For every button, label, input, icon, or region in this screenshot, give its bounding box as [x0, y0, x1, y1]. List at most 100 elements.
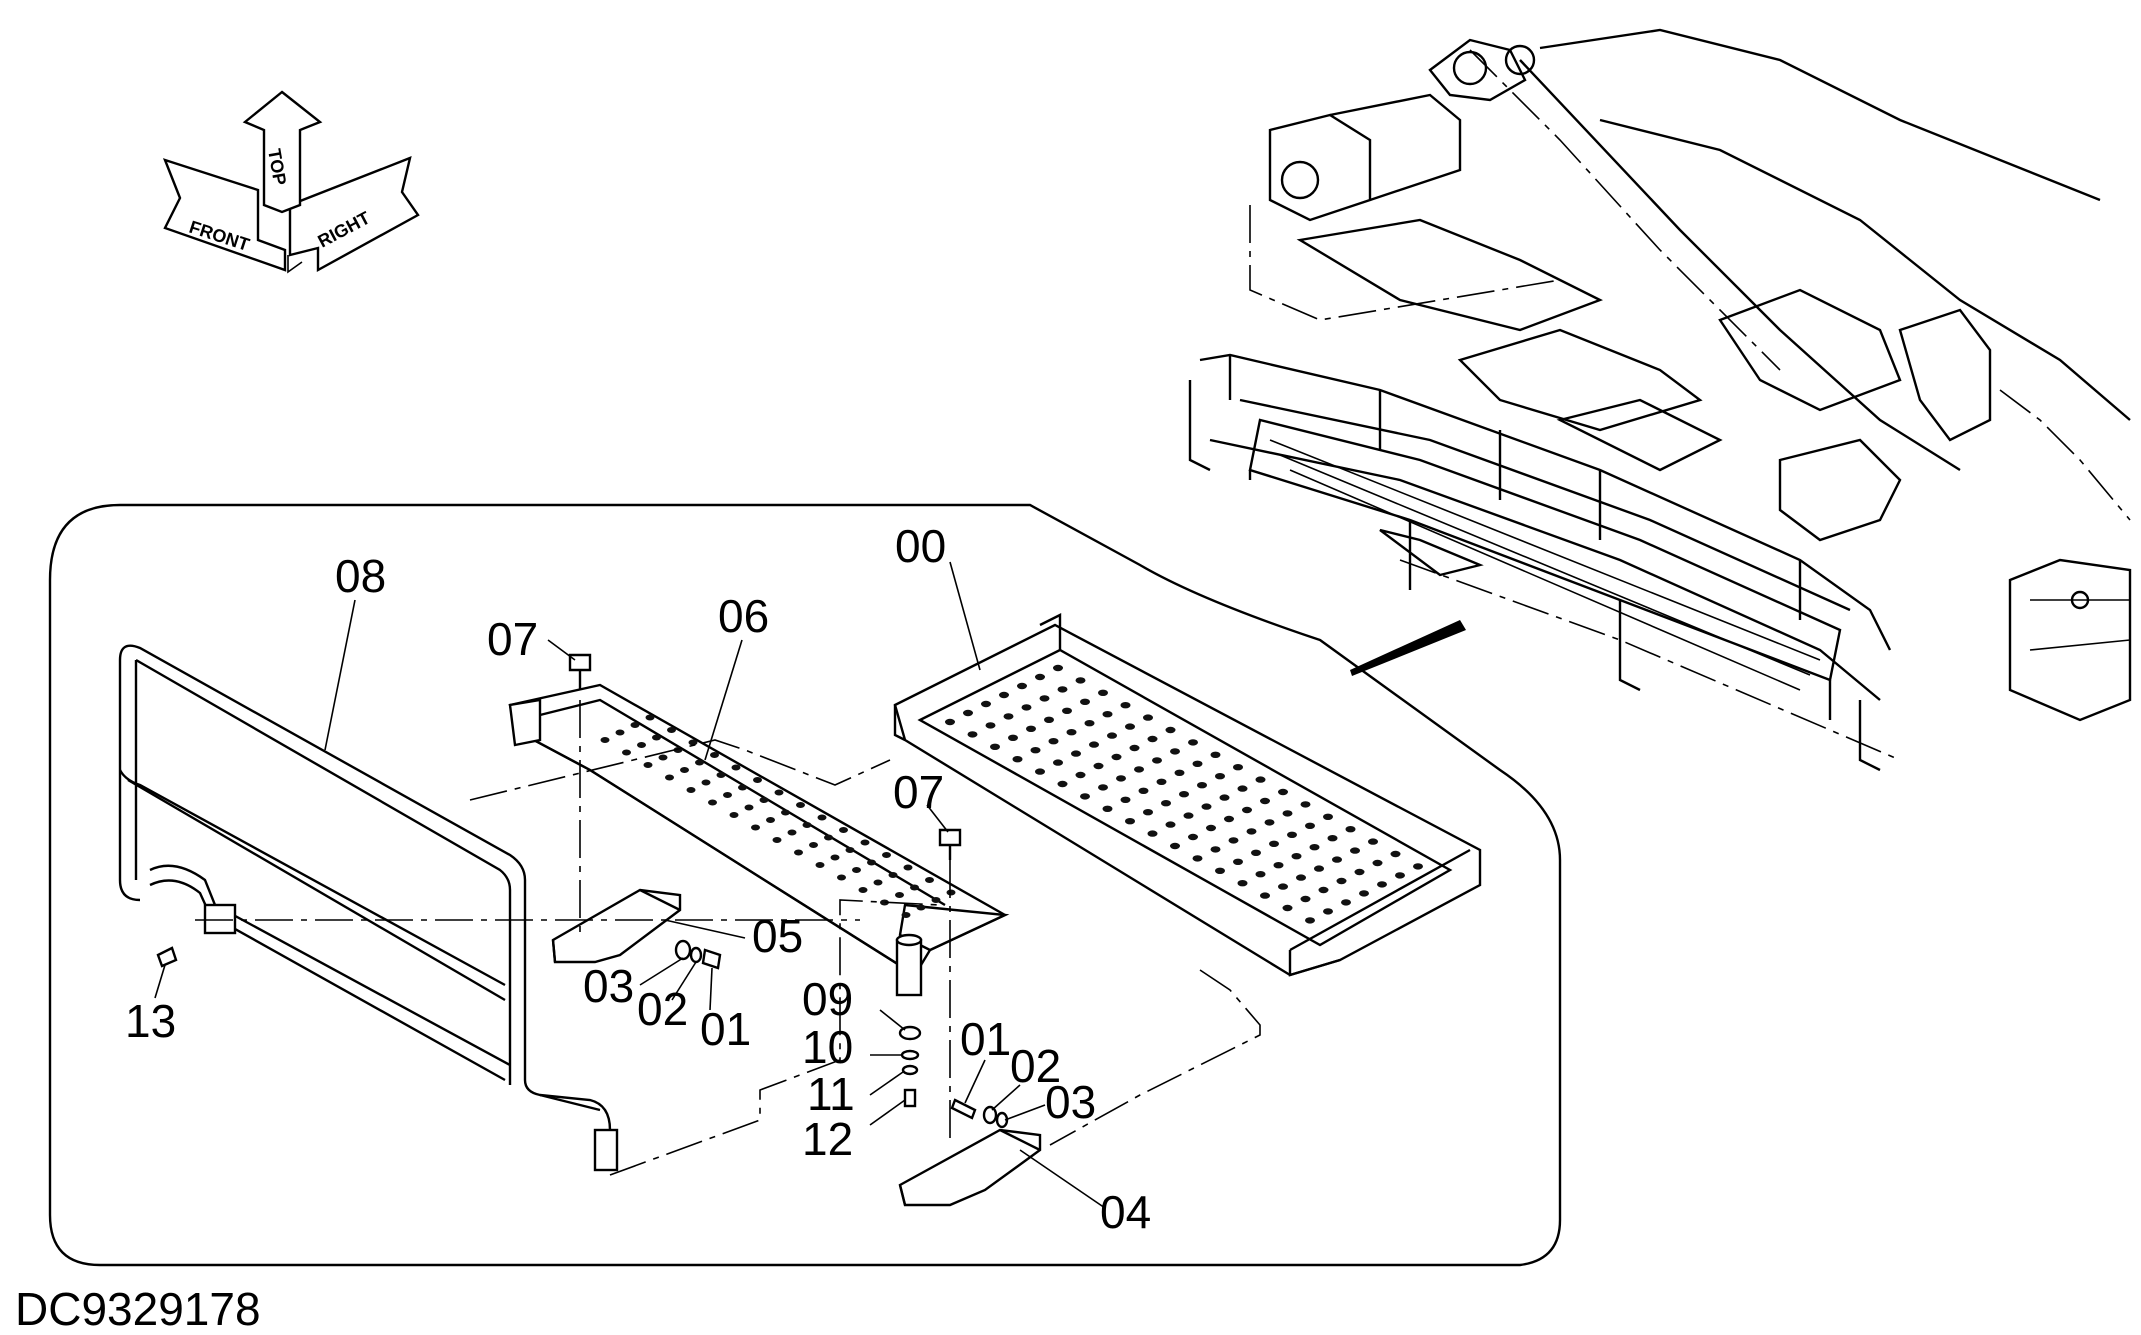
perforation-hole — [1219, 794, 1230, 801]
perforation-hole — [1323, 908, 1333, 915]
perforation-hole — [1327, 835, 1338, 842]
perforation-hole — [708, 799, 717, 806]
perforation-hole — [1278, 788, 1288, 796]
perforation-hole — [630, 722, 640, 728]
perforation-hole — [1336, 877, 1347, 885]
perforation-hole — [858, 887, 868, 893]
step-platform-00 — [893, 613, 1482, 977]
perforation-hole — [1296, 874, 1306, 881]
perforation-hole — [1008, 734, 1018, 741]
perforation-hole — [946, 889, 956, 896]
perforation-hole — [1282, 904, 1293, 912]
perforation-hole — [839, 827, 848, 833]
perforation-hole — [845, 847, 855, 853]
perforation-hole — [1237, 880, 1248, 887]
orientation-arrow-icon: FRONT TOP RIGHT — [162, 90, 420, 274]
perforation-hole — [1341, 899, 1351, 906]
step-bracket-06 — [508, 683, 1010, 997]
label-07-top: 07 — [487, 613, 538, 665]
perforation-hole — [1345, 826, 1356, 833]
perforation-hole — [1066, 729, 1077, 736]
perforation-hole — [637, 742, 646, 748]
perforation-hole — [1107, 732, 1117, 739]
perforation-hole — [1170, 842, 1180, 850]
perforation-hole — [1377, 881, 1387, 888]
perforation-hole — [787, 829, 797, 836]
perforation-hole — [1111, 753, 1122, 761]
perforation-hole — [1165, 726, 1176, 734]
perforation-hole — [744, 804, 754, 811]
perforation-hole — [1291, 853, 1302, 860]
perforation-hole — [1318, 886, 1329, 894]
perforation-hole — [716, 772, 726, 778]
perforation-hole — [643, 762, 653, 768]
label-08: 08 — [335, 550, 386, 602]
label-03-left: 03 — [583, 960, 634, 1012]
perforation-hole — [1255, 871, 1266, 878]
perforation-hole — [731, 764, 741, 771]
perforation-hole — [1080, 793, 1090, 800]
perforation-hole — [925, 877, 934, 883]
perforation-hole — [1206, 824, 1216, 832]
perforation-hole — [985, 722, 996, 729]
perforation-hole — [645, 714, 655, 721]
label-06: 06 — [718, 590, 769, 642]
perforation-hole — [652, 734, 661, 741]
perforation-hole — [1147, 735, 1158, 743]
perforation-hole — [1134, 766, 1144, 773]
perforation-hole — [1273, 862, 1284, 869]
perforation-hole — [1026, 725, 1036, 732]
perforation-hole — [1116, 775, 1126, 782]
perforation-hole — [867, 859, 876, 866]
perforation-hole — [1039, 695, 1050, 702]
leader-lines — [154, 561, 1106, 1209]
perforation-hole — [1084, 720, 1095, 727]
label-01-right: 01 — [960, 1013, 1011, 1065]
perforation-hole — [1030, 747, 1041, 754]
perforation-hole — [751, 824, 760, 831]
perforation-hole — [1183, 812, 1194, 819]
assembly-centerlines — [195, 700, 1261, 1176]
perforation-hole — [1359, 890, 1369, 897]
perforation-hole — [916, 904, 926, 911]
perforation-hole — [967, 731, 978, 738]
perforation-hole — [723, 792, 732, 798]
perforation-hole — [701, 779, 711, 786]
perforation-hole — [1152, 757, 1162, 764]
perforation-hole — [1269, 840, 1279, 847]
perforation-hole — [1102, 711, 1113, 718]
perforation-hole — [1080, 698, 1090, 705]
perforation-hole — [1260, 892, 1270, 899]
perforation-hole — [1192, 855, 1203, 862]
perforation-hole — [781, 809, 790, 816]
perforation-hole — [873, 879, 883, 886]
perforation-hole — [1233, 858, 1243, 865]
perforation-hole — [901, 912, 911, 918]
perforation-hole — [1201, 803, 1212, 810]
label-01-left: 01 — [700, 1003, 751, 1055]
part-labels: 00 06 08 07 07 05 03 02 01 09 10 11 12 0… — [125, 520, 1151, 1238]
perforation-hole — [1093, 762, 1104, 770]
perforation-hole — [759, 797, 769, 803]
perforation-hole — [1053, 664, 1063, 672]
perforation-hole — [622, 749, 631, 756]
label-04: 04 — [1100, 1186, 1151, 1238]
perforation-hole — [1179, 791, 1189, 798]
machine-frame-illustration — [1188, 28, 2132, 772]
perforation-hole — [860, 839, 870, 846]
perforation-hole — [1287, 831, 1297, 838]
perforation-hole — [1413, 863, 1423, 870]
perforation-hole — [1228, 837, 1239, 844]
perforation-hole — [1098, 689, 1108, 696]
fasteners — [156, 653, 1009, 1129]
perforation-hole — [658, 754, 668, 761]
label-02-right: 02 — [1010, 1040, 1061, 1092]
perforation-hole — [999, 691, 1009, 699]
perforation-hole — [852, 867, 861, 873]
perforation-hole — [1098, 784, 1108, 791]
perforation-hole — [1197, 782, 1207, 789]
perforation-hole — [1282, 810, 1293, 817]
label-09: 09 — [802, 973, 853, 1025]
perforation-hole — [688, 739, 698, 746]
perforation-hole — [981, 700, 991, 708]
